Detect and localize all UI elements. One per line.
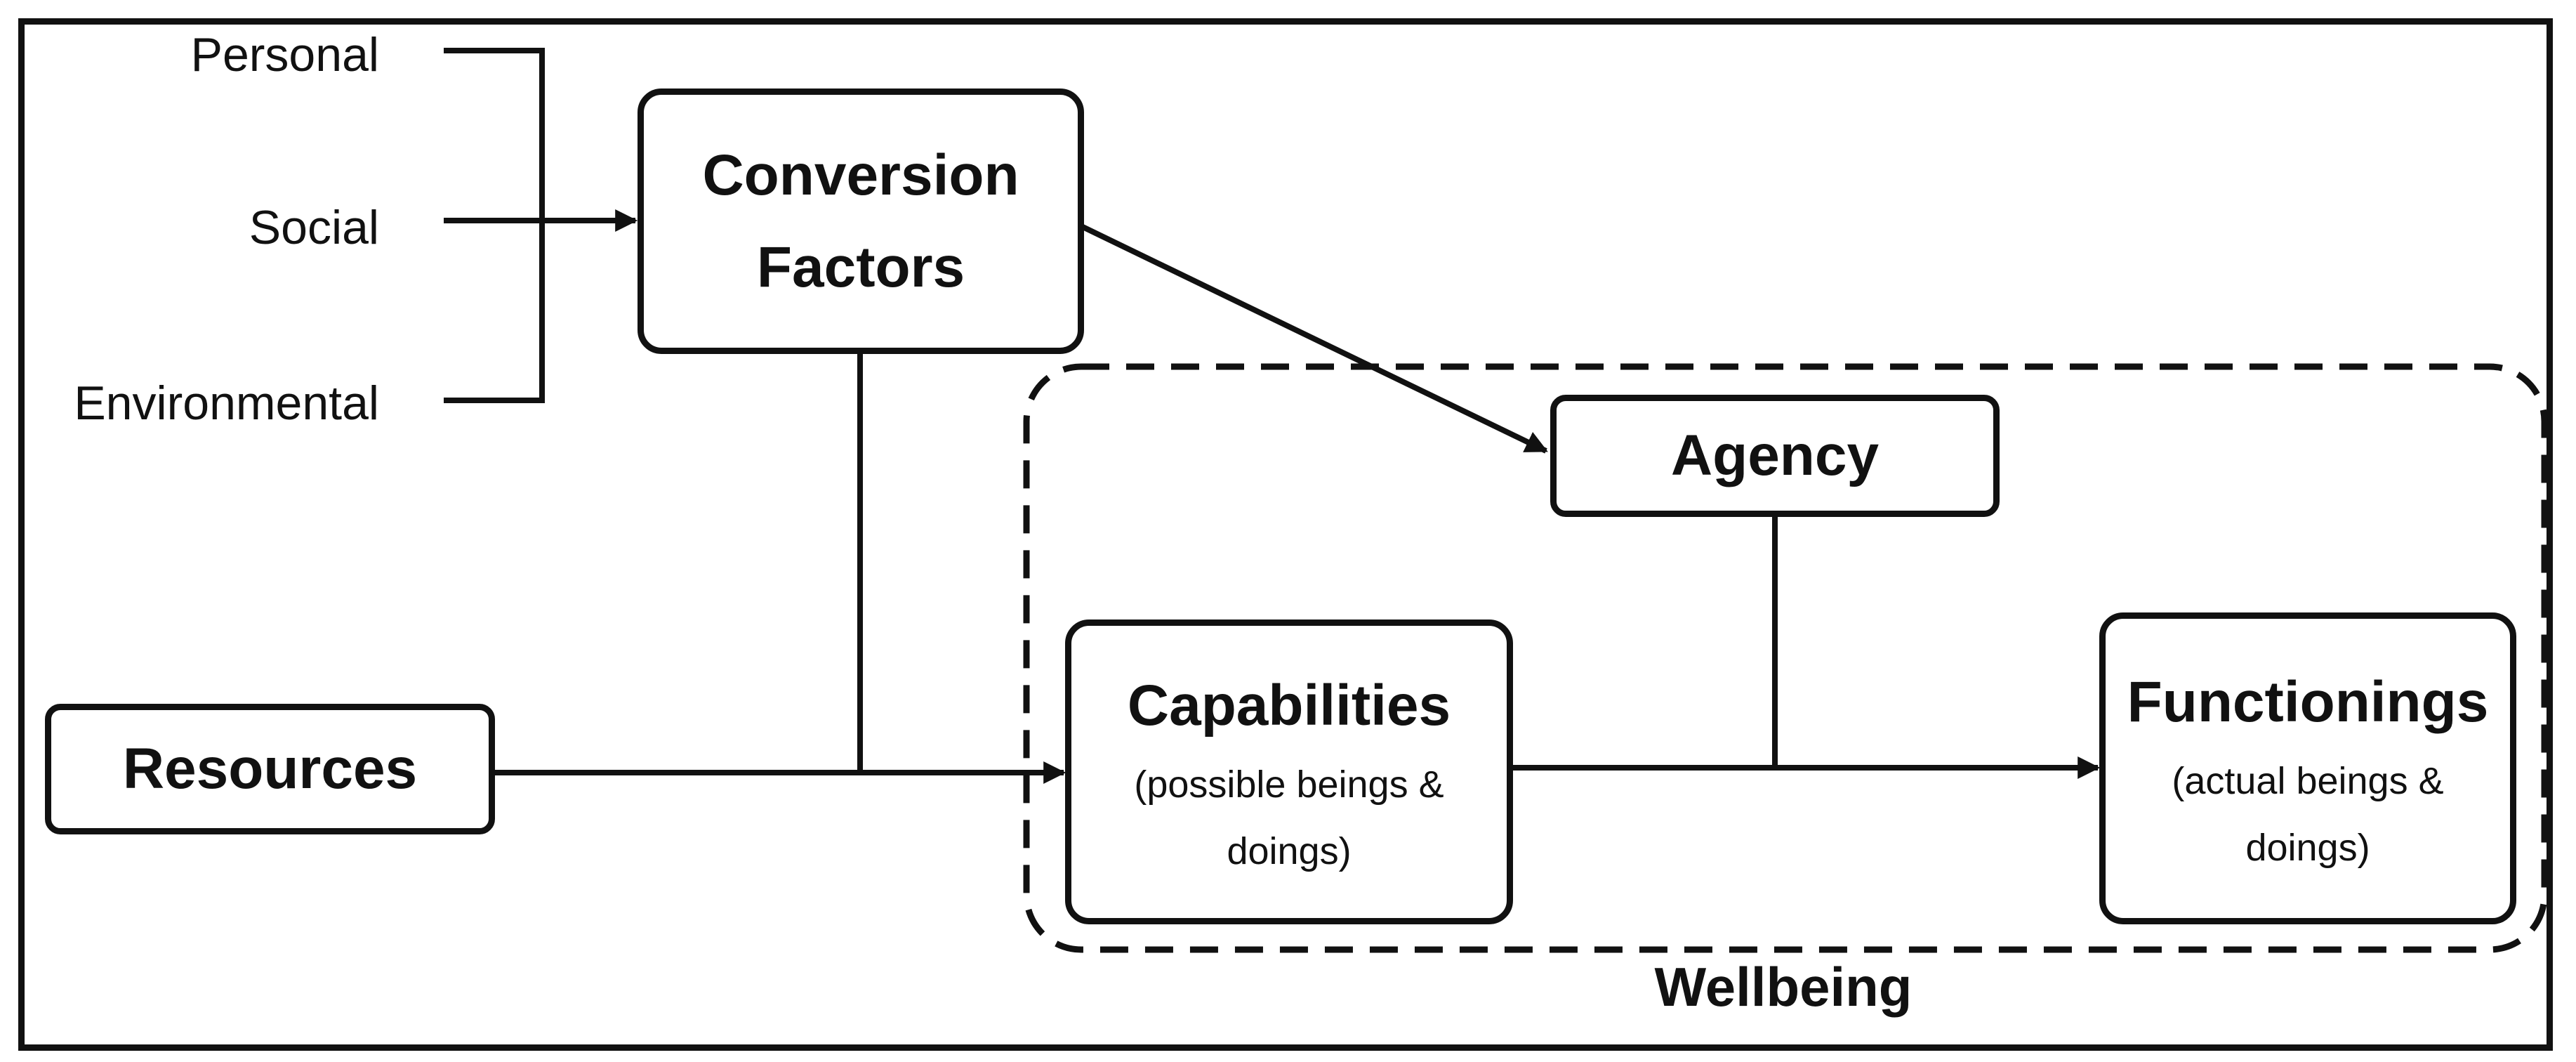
conversion-to-agency-arrow — [1080, 223, 1548, 454]
functionings-title: Functionings — [2127, 669, 2489, 734]
resources-box: Resources — [45, 704, 495, 834]
environmental-label: Environmental — [74, 376, 379, 430]
agency-title: Agency — [1670, 424, 1880, 488]
capabilities-box: Capabilities (possible beings & doings) — [1065, 620, 1513, 924]
conversion-factors-line2: Factors — [756, 235, 965, 299]
functionings-sub2: doings) — [2245, 826, 2370, 869]
agency-box: Agency — [1550, 395, 2000, 517]
wellbeing-region — [1023, 363, 2548, 953]
conversion-factors-line1: Conversion — [702, 143, 1019, 207]
diagram-frame — [18, 18, 2553, 1051]
social-label: Social — [249, 201, 379, 254]
factors-bracket — [444, 48, 545, 403]
capabilities-sub2: doings) — [1227, 830, 1352, 872]
capabilities-sub1: (possible beings & — [1134, 763, 1444, 806]
functionings-sub1: (actual beings & — [2172, 760, 2444, 803]
resources-title: Resources — [122, 737, 418, 801]
conversion-factors-box: Conversion Factors — [638, 88, 1084, 354]
functionings-box: Functionings (actual beings & doings) — [2099, 612, 2516, 924]
wellbeing-label: Wellbeing — [1654, 956, 1913, 1018]
capabilities-title: Capabilities — [1127, 673, 1451, 738]
personal-label: Personal — [190, 28, 379, 81]
